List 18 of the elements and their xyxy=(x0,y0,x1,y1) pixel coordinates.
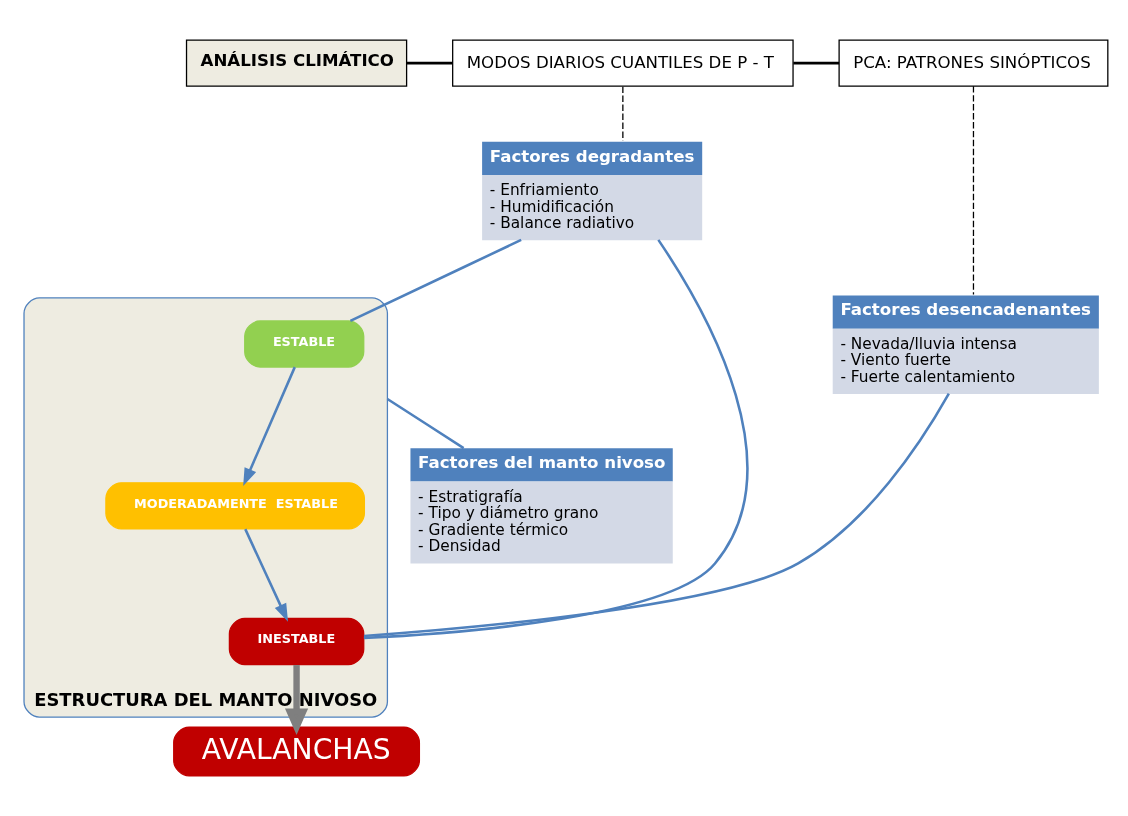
node-box: ANÁLISIS CLIMÁTICO xyxy=(185,39,408,87)
node-box: AVALANCHAS xyxy=(173,726,421,777)
node-box: PCA: PATRONES SINÓPTICOS xyxy=(838,39,1109,87)
node-box: ESTABLE xyxy=(244,320,365,368)
connector xyxy=(406,61,453,65)
connector xyxy=(622,86,624,142)
arrow xyxy=(244,528,289,622)
node-box: MODOS DIARIOS CUANTILES DE P - T xyxy=(452,39,794,87)
node-box: INESTABLE xyxy=(228,617,365,666)
node-box: MODERADAMENTE ESTABLE xyxy=(105,482,365,530)
connector xyxy=(349,238,522,323)
arrow xyxy=(243,366,296,487)
connector xyxy=(363,239,749,640)
connector xyxy=(363,393,950,638)
arrow xyxy=(284,665,309,735)
connector xyxy=(386,397,465,450)
connector xyxy=(793,61,840,65)
connector xyxy=(972,85,975,296)
